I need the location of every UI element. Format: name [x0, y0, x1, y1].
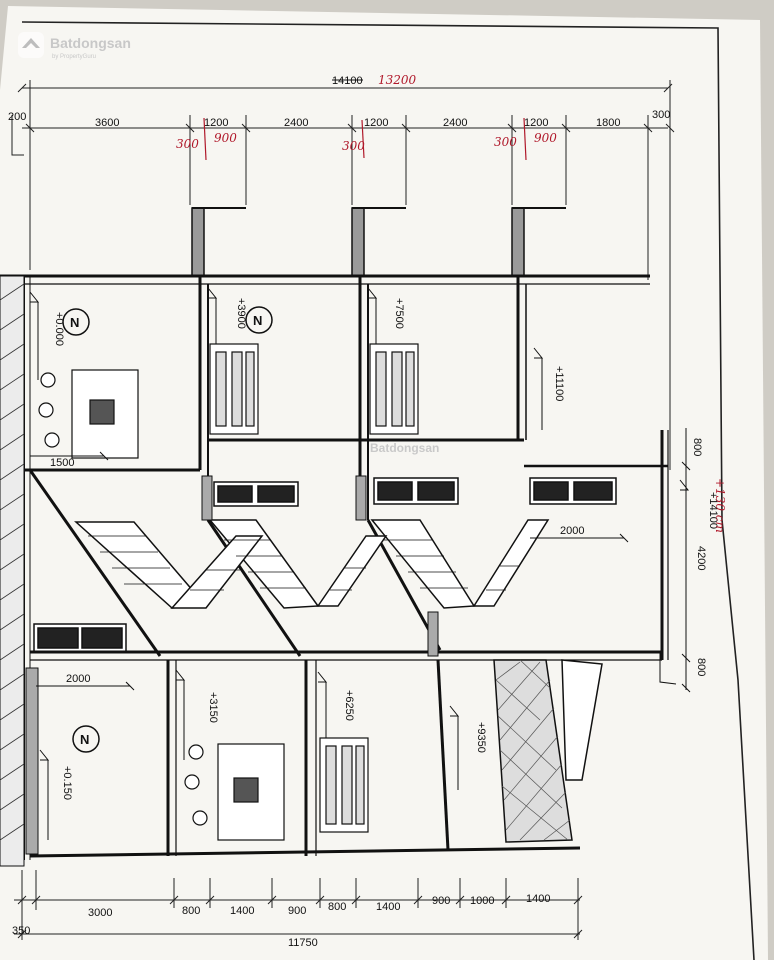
dim-seg-9: 300 [652, 109, 670, 121]
red-note-4: 300 [494, 135, 517, 149]
level-note-red: +130 cm [713, 478, 727, 533]
dim-seg-6: 2400 [443, 117, 467, 129]
bed-2 [369, 343, 419, 435]
windows [33, 477, 617, 653]
level-labels: +0.000 +3900 +7500 +11100 +3150 +6250 +9… [53, 298, 727, 800]
level-label-1: +0.000 [53, 312, 65, 346]
watermark-brand-center: Batdongsan [370, 441, 439, 455]
dim-b-overall: 11750 [288, 937, 318, 949]
dim-b-7: 1400 [376, 901, 400, 913]
lower-walls [25, 475, 581, 858]
dim-b-3: 800 [182, 905, 200, 917]
dim-b-6: 800 [328, 901, 346, 913]
bed-1 [209, 343, 259, 435]
dim-b-4: 1400 [230, 905, 254, 917]
tv-icon-2 [233, 777, 259, 803]
level-label-9: +14100 [707, 492, 719, 529]
crosshatch-area [493, 659, 603, 843]
dim-overall-revised: 13200 [378, 73, 417, 87]
watermark-brand: Batdongsan [50, 35, 131, 51]
dim-b-1: 350 [12, 925, 30, 937]
dim-overall: 14100 [332, 75, 363, 87]
stairs [28, 469, 662, 661]
misc-dims: 1500 2000 2000 800 4200 800 [30, 438, 707, 691]
dim-800-a: 800 [691, 438, 703, 456]
dim-1500: 1500 [50, 457, 74, 469]
level-label-8: +0.150 [61, 766, 73, 800]
north-arrow-1: N [62, 308, 90, 336]
north-arrow-3: N [72, 725, 100, 753]
dim-seg-7: 1200 [524, 117, 548, 129]
beds [209, 343, 419, 833]
dim-4200: 4200 [695, 546, 707, 570]
red-note-2: 900 [214, 131, 237, 145]
level-label-2: +3900 [235, 298, 247, 329]
dim-seg-8: 1800 [596, 117, 620, 129]
level-label-5: +3150 [207, 692, 219, 723]
dim-b-9: 1000 [470, 895, 494, 907]
svg-text:N: N [80, 732, 89, 747]
tables [38, 369, 285, 841]
top-dim-texts: 14100 13200 200 3600 1200 2400 1200 2400… [8, 73, 670, 161]
top-dimension-lines [11, 80, 675, 470]
dim-seg-2: 3600 [95, 117, 119, 129]
level-label-3: +7500 [393, 298, 405, 329]
bottom-dim-texts: 350 3000 800 1400 900 800 1400 900 1000 … [12, 893, 550, 949]
red-note-5: 900 [534, 131, 557, 145]
dim-b-5: 900 [288, 905, 306, 917]
watermark-sub: by PropertyGuru [52, 54, 96, 60]
hatched-wall-left [0, 275, 25, 867]
red-note-3: 300 [342, 139, 365, 153]
dim-2000-a: 2000 [560, 525, 584, 537]
bed-3 [319, 737, 369, 833]
svg-text:N: N [253, 313, 262, 328]
dim-seg-5: 1200 [364, 117, 388, 129]
bottom-dimension-lines [14, 870, 583, 940]
level-label-6: +6250 [343, 690, 355, 721]
level-label-7: +9350 [475, 722, 487, 753]
dim-seg-1: 200 [8, 111, 26, 123]
tv-icon-1 [89, 399, 115, 425]
dim-2000-b: 2000 [66, 673, 90, 685]
north-arrow-2: N [245, 306, 273, 334]
dim-seg-3: 1200 [204, 117, 228, 129]
svg-text:N: N [70, 315, 79, 330]
red-note-1: 300 [176, 137, 199, 151]
dim-800-b: 800 [695, 658, 707, 676]
level-label-4: +11100 [553, 366, 565, 401]
dim-b-8: 900 [432, 895, 450, 907]
dim-b-2: 3000 [88, 907, 112, 919]
right-dimension-lines [659, 428, 691, 693]
dim-seg-4: 2400 [284, 117, 308, 129]
dim-b-10: 1400 [526, 893, 550, 905]
watermark: Batdongsan by PropertyGuru Batdongsan [18, 32, 439, 455]
